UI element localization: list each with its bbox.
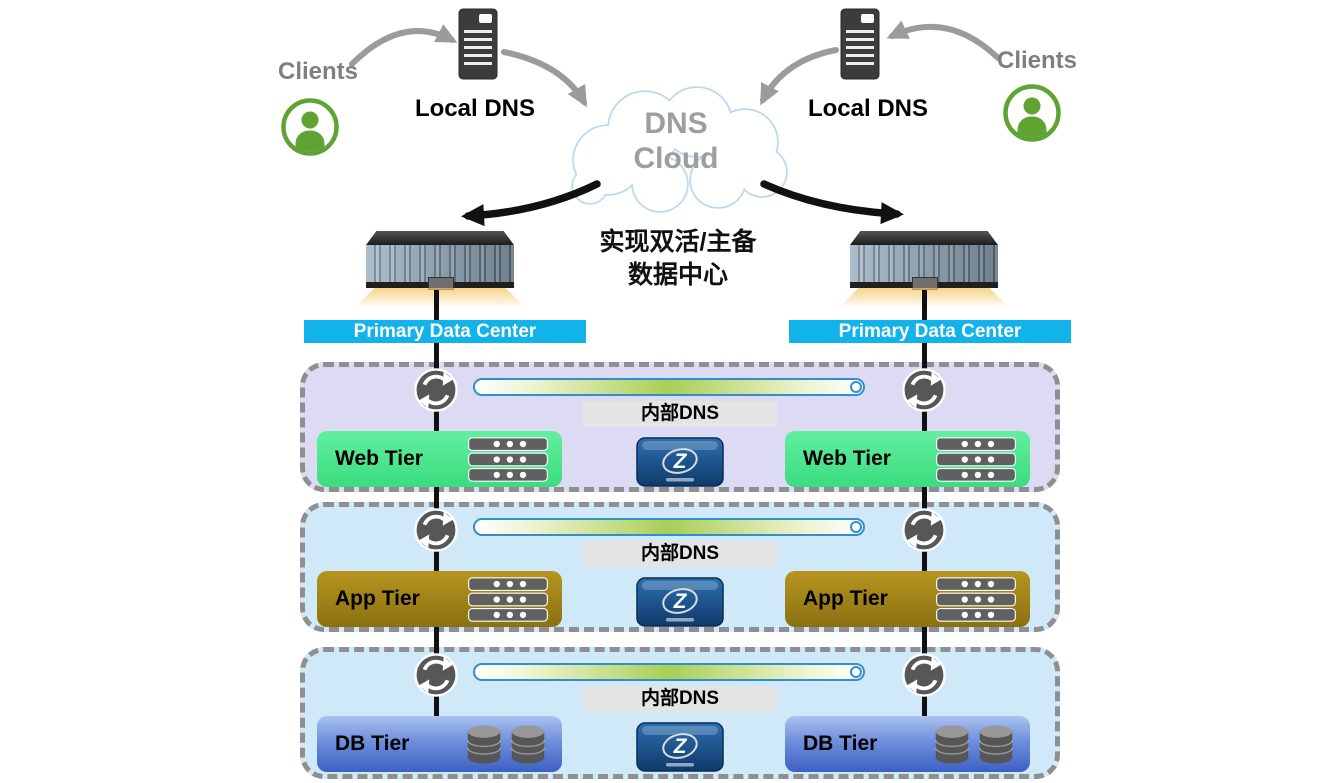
arrow-localdns-to-cloud-right bbox=[760, 47, 839, 106]
zdns-appliance-icon: Z bbox=[636, 577, 724, 627]
app-tier-box-left: App Tier bbox=[317, 571, 562, 627]
sync-icon bbox=[413, 507, 459, 553]
clients-label-right: Clients bbox=[996, 47, 1077, 74]
web-tier-box-left: Web Tier bbox=[317, 431, 562, 487]
app-tier-box-right: App Tier bbox=[785, 571, 1030, 627]
person-icon-left bbox=[280, 97, 340, 157]
tier-section-app: 内部DNS Z App Tier App Tier bbox=[300, 502, 1060, 632]
arrow-clients-to-localdns-right bbox=[886, 20, 1001, 61]
appliance-logo: Z bbox=[673, 735, 688, 758]
sync-icon bbox=[413, 652, 459, 698]
tier-section-db: 内部DNS Z DB Tier DB Tier bbox=[300, 647, 1060, 779]
pill-endcap bbox=[850, 666, 862, 678]
server-stack-icon bbox=[934, 437, 1018, 482]
arrow-cloud-to-dc-left bbox=[461, 180, 601, 227]
replication-link-bar bbox=[473, 518, 865, 536]
arrow-localdns-to-cloud-left bbox=[501, 49, 588, 108]
database-icon bbox=[464, 723, 548, 767]
db-tier-box-left: DB Tier bbox=[317, 716, 562, 772]
server-stack-icon bbox=[466, 437, 550, 482]
db-tier-box-right: DB Tier bbox=[785, 716, 1030, 772]
tier-label: App Tier bbox=[803, 587, 888, 610]
web-tier-box-right: Web Tier bbox=[785, 431, 1030, 487]
dc-caption-line2: 数据中心 bbox=[627, 261, 728, 289]
replication-link-bar bbox=[473, 378, 865, 396]
building-front bbox=[366, 245, 514, 282]
person-icon-right bbox=[1002, 83, 1062, 143]
zdns-appliance-icon: Z bbox=[636, 437, 724, 487]
pill-endcap bbox=[850, 381, 862, 393]
primary-dc-banner-right: Primary Data Center bbox=[789, 320, 1071, 343]
sync-icon bbox=[901, 507, 947, 553]
local-dns-server-icon-left bbox=[458, 8, 498, 80]
datacenter-building-right bbox=[838, 231, 1010, 311]
sync-icon bbox=[901, 652, 947, 698]
replication-link-bar bbox=[473, 663, 865, 681]
internal-dns-label: 内部DNS bbox=[583, 686, 777, 712]
dns-cloud-label: DNS Cloud bbox=[606, 106, 746, 176]
server-stack-icon bbox=[934, 577, 1018, 622]
sync-icon bbox=[413, 367, 459, 413]
building-roof bbox=[850, 231, 998, 245]
local-dns-server-icon-right bbox=[840, 8, 880, 80]
sync-icon bbox=[901, 367, 947, 413]
server-stack-icon bbox=[466, 577, 550, 622]
tier-section-web: 内部DNS Z Web Tier Web Tier bbox=[300, 362, 1060, 492]
pill-endcap bbox=[850, 521, 862, 533]
dc-caption-line1: 实现双活/主备 bbox=[599, 228, 757, 256]
datacenter-building-left bbox=[354, 231, 526, 311]
dns-cloud-shape bbox=[571, 86, 788, 213]
clients-label-left: Clients bbox=[277, 58, 358, 85]
flow-arrows bbox=[349, 20, 1001, 227]
tier-label: DB Tier bbox=[803, 732, 878, 755]
dns-cloud-label-line2: Cloud bbox=[633, 142, 719, 175]
internal-dns-label: 内部DNS bbox=[583, 541, 777, 567]
tier-label: App Tier bbox=[335, 587, 420, 610]
database-icon bbox=[932, 723, 1016, 767]
top-connectors bbox=[349, 20, 1001, 227]
appliance-logo: Z bbox=[673, 450, 688, 473]
arrow-cloud-to-dc-right bbox=[760, 180, 904, 225]
dc-caption: 实现双活/主备 数据中心 bbox=[558, 226, 798, 292]
arrow-clients-to-localdns-left bbox=[349, 24, 458, 67]
tier-label: Web Tier bbox=[803, 447, 891, 470]
appliance-logo: Z bbox=[673, 590, 688, 613]
tier-label: DB Tier bbox=[335, 732, 410, 755]
tier-label: Web Tier bbox=[335, 447, 423, 470]
zdns-appliance-icon: Z bbox=[636, 722, 724, 772]
building-front bbox=[850, 245, 998, 282]
local-dns-label-left: Local DNS bbox=[414, 95, 536, 122]
dns-cloud-label-line1: DNS bbox=[644, 107, 708, 140]
building-roof bbox=[366, 231, 514, 245]
local-dns-label-right: Local DNS bbox=[807, 95, 929, 122]
internal-dns-label: 内部DNS bbox=[583, 401, 777, 427]
primary-dc-banner-left: Primary Data Center bbox=[304, 320, 586, 343]
building-glow bbox=[354, 288, 526, 308]
